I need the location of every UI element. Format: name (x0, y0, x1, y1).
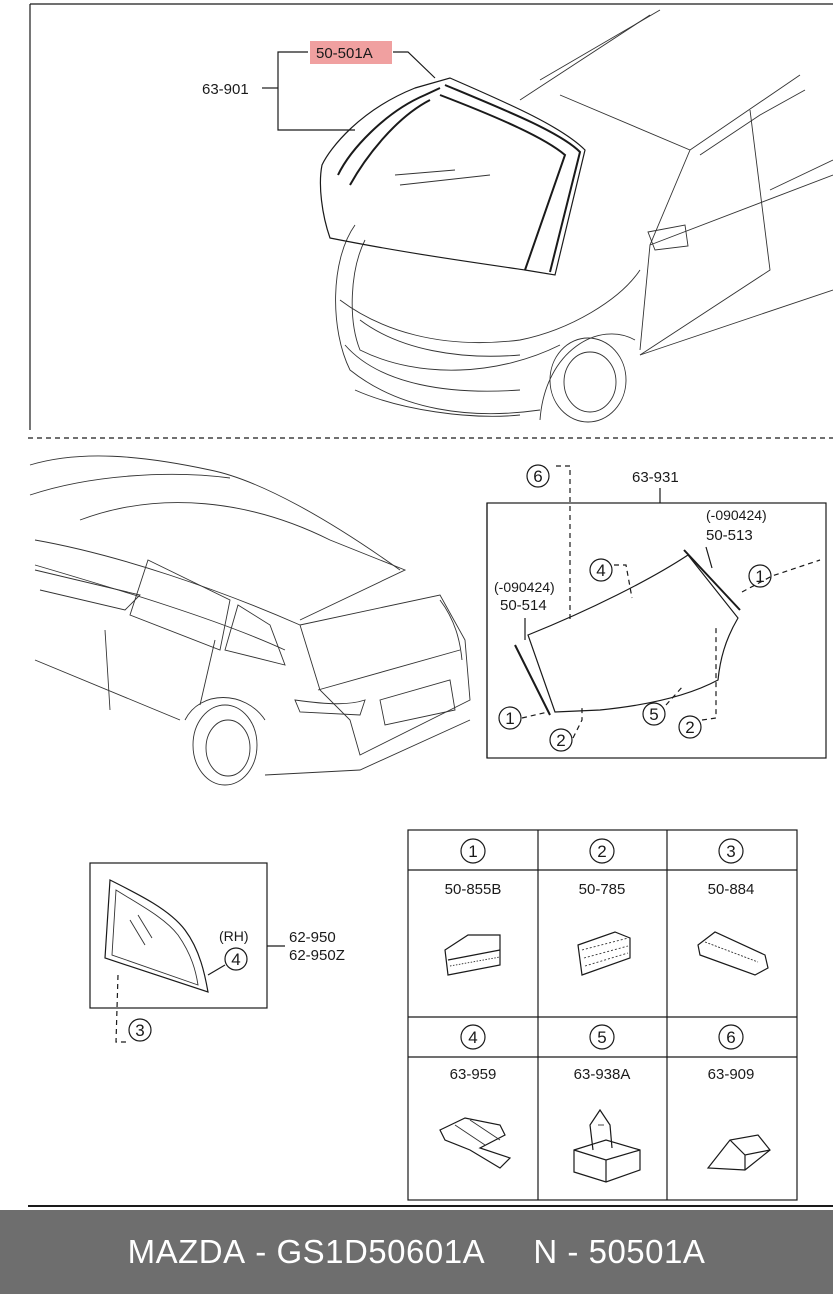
svg-text:5: 5 (597, 1028, 606, 1047)
svg-text:3: 3 (726, 842, 735, 861)
table-cell-3: 3 50-884 (697, 838, 769, 976)
table-cell-1: 1 50-855B (444, 838, 502, 976)
footer-oem-number: GS1D50601A (276, 1233, 486, 1270)
table-cell-2: 2 50-785 (577, 838, 631, 976)
footer-gap (485, 1233, 533, 1271)
windshield-glass (319, 77, 586, 276)
callout-4-quarter: 4 (207, 947, 248, 976)
table-part-1: 50-855B (445, 881, 502, 898)
label-62-950: 62-950 (289, 929, 336, 946)
rear-car-illustration (29, 455, 471, 786)
stopper-block-icon (706, 1134, 771, 1171)
svg-text:2: 2 (685, 718, 694, 737)
callout-1-rear-left: 1 (498, 706, 549, 730)
footer-separator-2: - (557, 1233, 589, 1270)
label-63-931: 63-931 (632, 469, 679, 486)
svg-text:1: 1 (468, 842, 477, 861)
spacer-block-icon (697, 931, 769, 976)
callout-5-rear: 5 (642, 684, 685, 726)
table-part-3: 50-884 (708, 881, 755, 898)
quarter-glass-box (89, 862, 268, 1009)
table-part-4: 63-959 (450, 1066, 497, 1083)
parts-diagram: 50-501A 63-901 63-931 (28, 3, 833, 1207)
dam-tape-icon (577, 931, 631, 976)
svg-text:5: 5 (649, 705, 658, 724)
svg-text:2: 2 (556, 731, 565, 750)
callout-2-rear-right: 2 (678, 628, 717, 739)
label-63-901: 63-901 (202, 81, 249, 98)
table-cell-5: 5 63-938A (573, 1024, 641, 1183)
rear-glass-illustration (514, 546, 741, 716)
front-car-illustration (319, 9, 833, 423)
bracket-63-901 (277, 51, 355, 131)
table-cell-4: 4 63-959 (439, 1024, 512, 1169)
leader-50-501A (393, 51, 436, 79)
parts-table (407, 829, 798, 1201)
svg-text:1: 1 (755, 567, 764, 586)
table-part-6: 63-909 (708, 1066, 755, 1083)
label-50-501A: 50-501A (316, 45, 373, 62)
svg-text:4: 4 (468, 1028, 477, 1047)
svg-text:2: 2 (597, 842, 606, 861)
label-50-514: 50-514 (500, 597, 547, 614)
callout-1-rear-right: 1 (741, 559, 821, 593)
label-50-513: 50-513 (706, 527, 753, 544)
label-rh: (RH) (219, 928, 249, 944)
footer-n-number: 50501A (588, 1233, 706, 1270)
callout-2-rear-left: 2 (549, 705, 583, 752)
svg-text:6: 6 (726, 1028, 735, 1047)
footer-n-label: N (533, 1233, 558, 1270)
footer-separator-1: - (245, 1233, 277, 1270)
label-62-950Z: 62-950Z (289, 947, 345, 964)
footer-bar: MAZDA - GS1D50601A N - 50501A (0, 1210, 833, 1294)
callout-6-rear: 6 (526, 464, 571, 620)
quarter-glass-illustration (104, 879, 209, 993)
table-part-2: 50-785 (579, 881, 626, 898)
table-cell-6: 6 63-909 (706, 1024, 771, 1171)
bracket-clip-icon (439, 1117, 512, 1169)
svg-text:4: 4 (596, 561, 605, 580)
svg-text:4: 4 (231, 950, 240, 969)
fastener-pin-icon (573, 1108, 641, 1183)
svg-text:3: 3 (135, 1021, 144, 1040)
svg-text:1: 1 (505, 709, 514, 728)
note-50-513: (-090424) (706, 507, 767, 523)
footer-brand: MAZDA (127, 1233, 246, 1270)
svg-text:6: 6 (533, 467, 542, 486)
callout-4-rear: 4 (589, 558, 633, 599)
note-50-514: (-090424) (494, 579, 555, 595)
molding-clip-icon (444, 934, 501, 976)
callout-3-quarter: 3 (115, 974, 152, 1043)
highlight-box (310, 41, 392, 64)
table-part-5: 63-938A (574, 1066, 631, 1083)
